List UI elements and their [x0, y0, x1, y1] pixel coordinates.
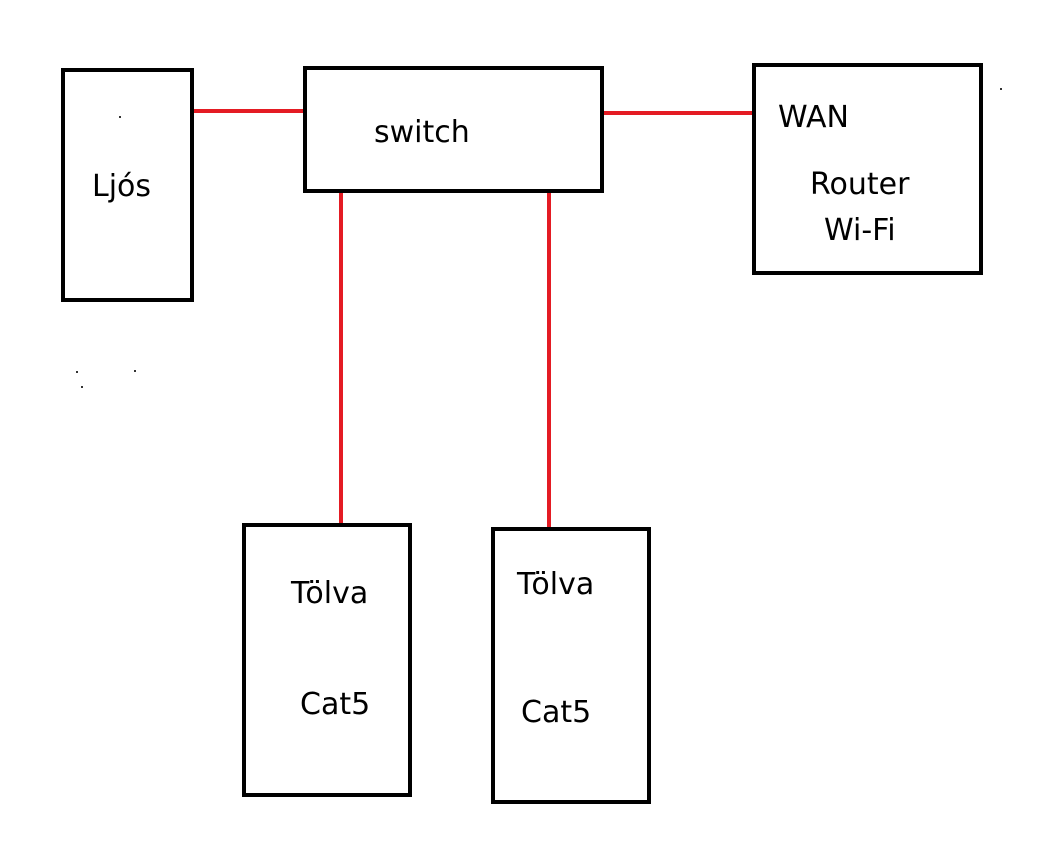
- tolva-1-label-line2: Cat5: [300, 687, 371, 722]
- tolva-2-label-line2: Cat5: [521, 695, 592, 730]
- stray-dot: [119, 116, 121, 118]
- router-label-line1: Router: [810, 167, 910, 202]
- router-box: [752, 63, 983, 275]
- tolva-2-box: [491, 527, 651, 804]
- connection-ljos-switch: [190, 109, 307, 113]
- ljos-box: [61, 68, 194, 302]
- connection-switch-tolva-2: [547, 188, 551, 529]
- stray-dot: [134, 370, 136, 372]
- router-wan-label: WAN: [778, 100, 849, 135]
- tolva-1-label-line1: Tölva: [291, 576, 369, 611]
- stray-dot: [1000, 88, 1002, 90]
- connection-switch-router: [600, 111, 753, 115]
- tolva-1-box: [242, 523, 412, 797]
- ljos-label: Ljós: [92, 169, 152, 204]
- stray-dot: [81, 386, 83, 388]
- stray-dot: [76, 371, 78, 373]
- tolva-2-label-line1: Tölva: [517, 567, 595, 602]
- connection-switch-tolva-1: [339, 188, 343, 526]
- switch-box: [303, 66, 604, 193]
- router-label-line2: Wi-Fi: [824, 213, 896, 248]
- switch-label: switch: [374, 115, 470, 150]
